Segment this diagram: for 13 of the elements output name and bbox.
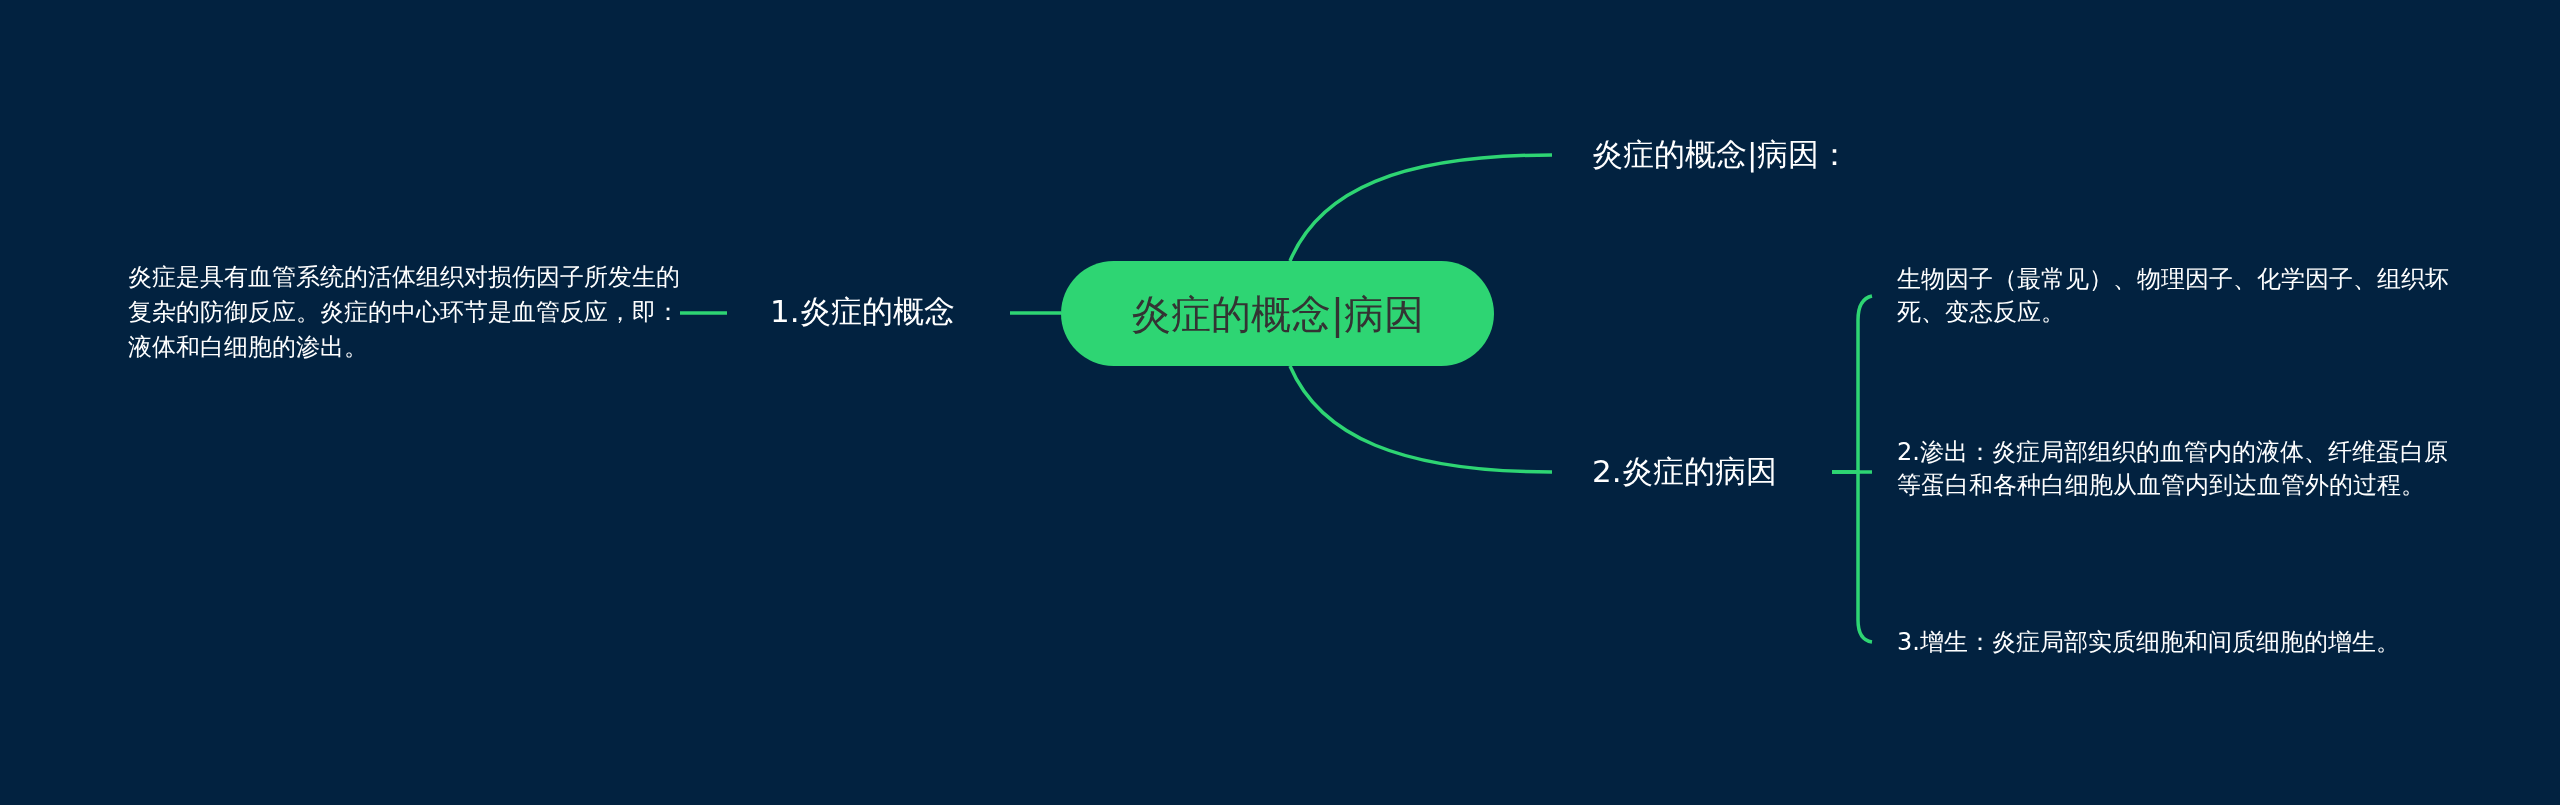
connector-line [1288, 153, 1553, 262]
topic-text: 1.炎症的概念 [727, 287, 1010, 337]
paragraph-text: 2.渗出：炎症局部组织的血管内的液体、纤维蛋白原等蛋白和各种白细胞从血管内到达血管外的过程。 [1872, 419, 2452, 519]
connector-line [680, 311, 727, 315]
connector-line [1288, 365, 1553, 474]
paragraph-text: 炎症是具有血管系统的活体组织对损伤因子所发生的复杂的防御反应。炎症的中心环节是血管反应，即：液体和白细胞的渗出。 [128, 259, 680, 365]
central-topic-pill: 炎症的概念|病因 [1061, 261, 1494, 366]
paragraph-text: 生物因子（最常见）、物理因子、化学因子、组织坏死、变态反应。 [1872, 264, 2452, 328]
paragraph-text: 3.增生：炎症局部实质细胞和间质细胞的增生。 [1872, 608, 2452, 676]
topic-text: 炎症的概念|病因： [1552, 130, 1882, 180]
connector-line [1832, 470, 1873, 644]
connector-line [1010, 311, 1061, 315]
topic-text: 2.炎症的病因 [1552, 447, 1832, 497]
